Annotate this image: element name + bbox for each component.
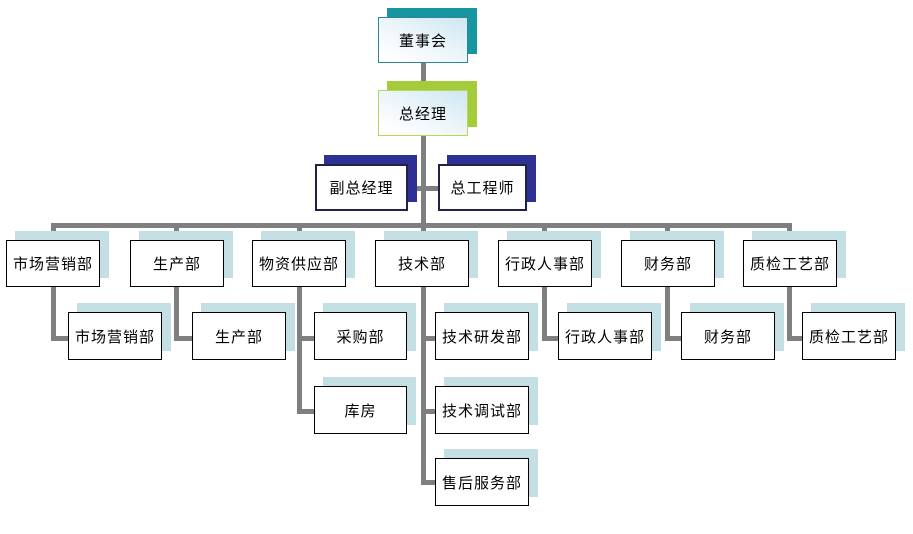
connector-stub-admin-hr bbox=[542, 223, 547, 241]
connector-drop-supply bbox=[297, 287, 302, 414]
org-node-deputy-general-manager: 副总经理 bbox=[315, 164, 408, 211]
org-node-quality-process-dept: 质检工艺部 bbox=[743, 240, 837, 287]
org-node-label: 市场营销部 bbox=[12, 255, 93, 273]
org-node-quality-sub-dept: 质检工艺部 bbox=[802, 312, 896, 360]
org-node-finance-dept: 财务部 bbox=[621, 240, 715, 287]
connector-stub-quality bbox=[787, 223, 792, 241]
org-node-after-sales-dept: 售后服务部 bbox=[435, 458, 529, 506]
org-node-label: 副总经理 bbox=[329, 179, 394, 197]
org-node-marketing-dept: 市场营销部 bbox=[6, 240, 100, 287]
org-node-label: 生产部 bbox=[152, 255, 201, 273]
connector-elbow-finance-sub bbox=[665, 336, 684, 341]
org-node-label: 财务部 bbox=[643, 255, 692, 273]
org-node-label: 技术部 bbox=[397, 255, 446, 273]
org-node-label: 总经理 bbox=[398, 104, 447, 123]
org-node-label: 生产部 bbox=[214, 327, 263, 346]
org-node-label: 市场营销部 bbox=[74, 327, 155, 346]
connector-elbow-production-sub bbox=[174, 336, 195, 341]
connector-trunk bbox=[51, 223, 792, 228]
connector-stub-marketing bbox=[51, 223, 56, 241]
org-node-technology-dept: 技术部 bbox=[375, 240, 469, 287]
org-node-label: 质检工艺部 bbox=[749, 255, 830, 273]
org-node-chief-engineer: 总工程师 bbox=[438, 164, 527, 211]
connector-drop-finance bbox=[665, 287, 670, 341]
org-node-label: 技术调试部 bbox=[441, 401, 522, 420]
org-node-label: 董事会 bbox=[398, 31, 447, 50]
org-node-label: 技术研发部 bbox=[441, 327, 522, 346]
connector-drop-admin-hr bbox=[542, 287, 547, 341]
org-node-purchasing-dept: 采购部 bbox=[314, 312, 407, 360]
connector-drop-production bbox=[174, 287, 179, 341]
connector-stub-finance bbox=[665, 223, 670, 241]
org-node-label: 行政人事部 bbox=[504, 255, 585, 273]
org-node-label: 行政人事部 bbox=[564, 327, 645, 346]
connector-elbow-quality-sub bbox=[787, 336, 805, 341]
org-node-label: 库房 bbox=[344, 401, 377, 420]
org-node-label: 总工程师 bbox=[450, 179, 515, 197]
org-node-label: 售后服务部 bbox=[441, 473, 522, 492]
connector-elbow-warehouse bbox=[297, 409, 317, 414]
connector-elbow-rnd bbox=[421, 336, 438, 341]
connector-executives bbox=[405, 186, 441, 191]
connector-elbow-purchasing bbox=[297, 336, 317, 341]
org-node-label: 质检工艺部 bbox=[808, 327, 889, 346]
org-node-board-of-directors: 董事会 bbox=[378, 17, 468, 63]
connector-stub-supply bbox=[297, 223, 302, 241]
org-node-materials-supply-dept: 物资供应部 bbox=[252, 240, 346, 287]
connector-elbow-marketing-sub bbox=[51, 336, 71, 341]
connector-main-spine bbox=[421, 134, 426, 485]
connector-elbow-debugging bbox=[421, 409, 438, 414]
connector-drop-quality bbox=[787, 287, 792, 341]
org-node-production-sub-dept: 生产部 bbox=[192, 312, 286, 360]
org-node-general-manager: 总经理 bbox=[378, 90, 468, 136]
connector-stub-production bbox=[174, 223, 179, 241]
org-node-tech-debugging-dept: 技术调试部 bbox=[435, 386, 529, 434]
org-node-admin-hr-sub-dept: 行政人事部 bbox=[558, 312, 652, 360]
org-node-admin-hr-dept: 行政人事部 bbox=[498, 240, 592, 287]
org-node-production-dept: 生产部 bbox=[130, 240, 224, 287]
org-node-warehouse: 库房 bbox=[314, 386, 407, 434]
org-node-label: 财务部 bbox=[703, 327, 752, 346]
connector-drop-marketing bbox=[51, 287, 56, 341]
connector-elbow-after-sales bbox=[421, 480, 438, 485]
org-node-rnd-dept: 技术研发部 bbox=[435, 312, 529, 360]
org-node-label: 物资供应部 bbox=[258, 255, 339, 273]
org-node-marketing-sub-dept: 市场营销部 bbox=[68, 312, 162, 360]
org-node-label: 采购部 bbox=[336, 327, 385, 346]
connector-board-gm bbox=[421, 62, 426, 93]
org-node-finance-sub-dept: 财务部 bbox=[681, 312, 775, 360]
connector-elbow-admin-hr-sub bbox=[542, 336, 561, 341]
